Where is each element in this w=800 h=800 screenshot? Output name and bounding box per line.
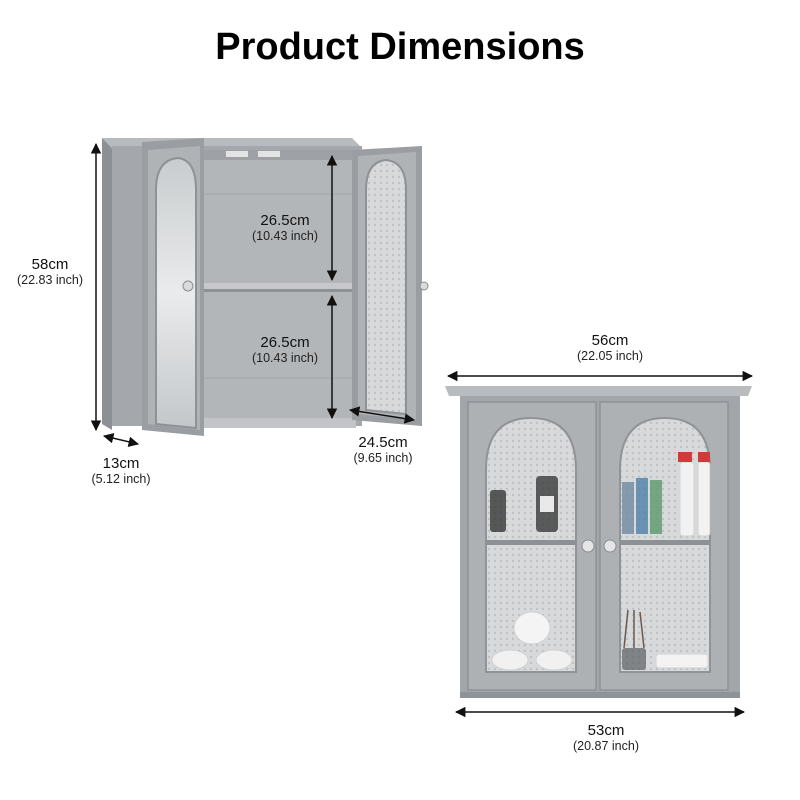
height-inch: (22.83 inch) <box>16 273 83 288</box>
closed-left-knob <box>581 539 595 553</box>
page-title: Product Dimensions <box>215 26 585 68</box>
top-width-cm: 56cm <box>591 332 629 349</box>
height-cm: 58cm <box>31 256 69 273</box>
closed-cabinet <box>445 386 752 698</box>
depth-inch: (5.12 inch) <box>91 472 151 487</box>
cabinet-side <box>102 138 112 430</box>
shelf-lower-inch: (10.43 inch) <box>251 351 318 366</box>
shelf-lower-label: 26.5cm (10.43 inch) <box>240 334 330 366</box>
left-door-glass <box>155 156 197 430</box>
right-door-glass <box>365 158 407 416</box>
right-knob <box>419 281 429 291</box>
shelf-lower-cm: 26.5cm <box>260 334 310 351</box>
left-knob <box>182 280 194 292</box>
door-width-inch: (9.65 inch) <box>353 451 413 466</box>
door-width-arrow <box>348 406 416 424</box>
depth-cm: 13cm <box>102 455 140 472</box>
depth-label: 13cm (5.12 inch) <box>76 455 166 487</box>
top-width-inch: (22.05 inch) <box>576 349 643 364</box>
door-width-cm: 24.5cm <box>358 434 408 451</box>
shelf-upper-inch: (10.43 inch) <box>251 229 318 244</box>
body-width-label: 53cm (20.87 inch) <box>556 722 656 754</box>
cabinet-shelf <box>160 283 354 290</box>
open-cabinet-dimension-lines <box>90 142 416 447</box>
body-width-cm: 53cm <box>587 722 625 739</box>
closed-cabinet-top <box>445 386 752 396</box>
door-width-label: 24.5cm (9.65 inch) <box>338 434 428 466</box>
shelf-upper-label: 26.5cm (10.43 inch) <box>240 212 330 244</box>
open-cabinet <box>102 138 429 436</box>
height-label: 58cm (22.83 inch) <box>4 256 96 288</box>
top-width-label: 56cm (22.05 inch) <box>560 332 660 364</box>
body-width-inch: (20.87 inch) <box>572 739 639 754</box>
shelf-upper-cm: 26.5cm <box>260 212 310 229</box>
depth-arrow <box>102 433 140 447</box>
closed-right-knob <box>603 539 617 553</box>
closed-cabinet-dimension-lines <box>446 370 754 718</box>
